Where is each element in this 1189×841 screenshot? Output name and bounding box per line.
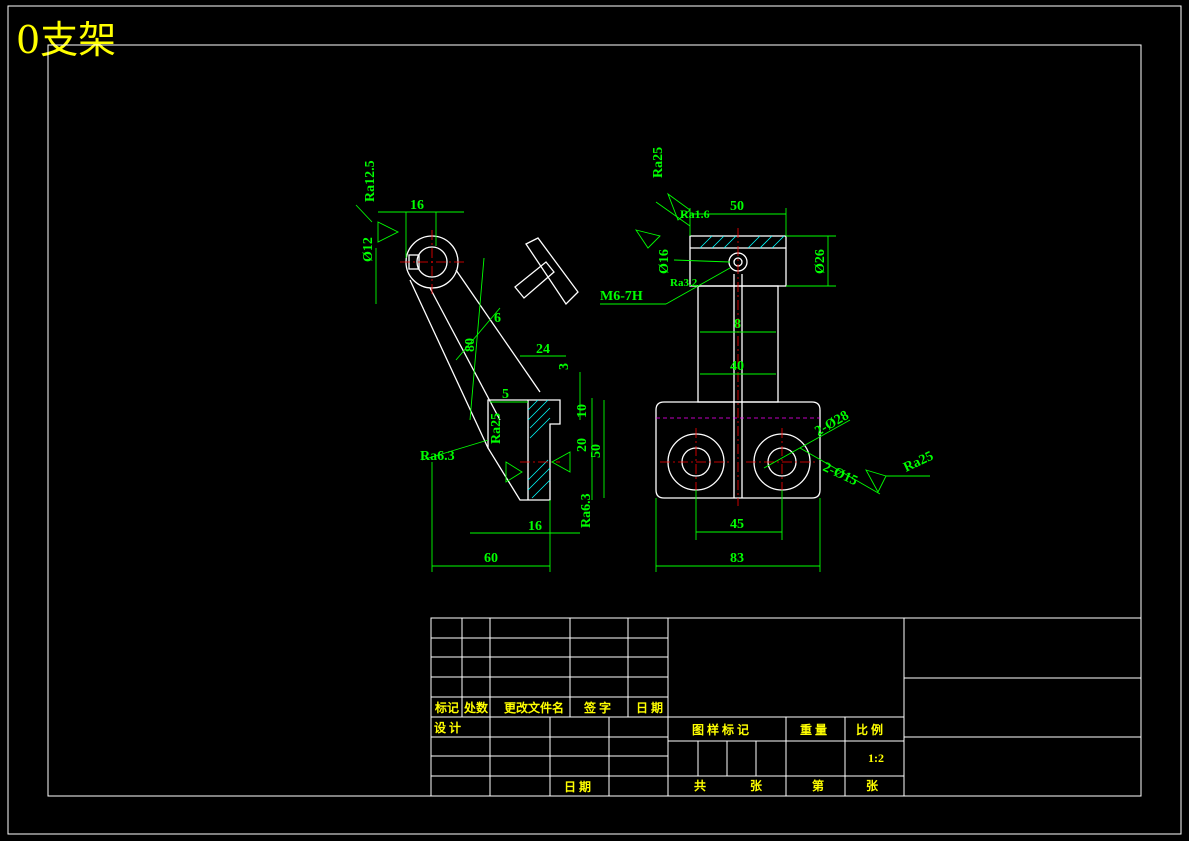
tb-sheet-no-label: 第 [812, 778, 824, 793]
tb-scale-label: 比 例 [856, 722, 883, 737]
front-dim-11: 16 [528, 519, 542, 534]
front-dim-4: 6 [494, 311, 501, 326]
inner-border [47, 44, 1142, 797]
side-base [655, 401, 821, 499]
tb-scale-value: 1:2 [868, 751, 884, 765]
side-roughness-3: Ra3.2 [670, 277, 698, 289]
side-dim-5: 40 [730, 359, 744, 374]
tb-header-count: 处数 [463, 700, 489, 715]
front-dim-8: 10 [575, 404, 590, 418]
side-roughness-2: Ra1.6 [680, 207, 710, 221]
side-dim-6: 2-Ø28 [813, 408, 852, 439]
front-roughness-4: Ra6.3 [579, 493, 594, 528]
front-roughness-3: Ra6.3 [420, 449, 455, 464]
tb-design-label: 设 计 [434, 720, 461, 735]
front-arm-right [455, 269, 541, 393]
front-dimension-lines [355, 204, 605, 572]
side-thread-label: M6-7H [600, 289, 643, 304]
side-dim-4: 8 [734, 317, 741, 332]
side-dim-8: 45 [730, 517, 744, 532]
side-dim-1: 50 [730, 199, 744, 214]
side-dim-3: Ø26 [813, 249, 828, 274]
front-base-block [487, 399, 561, 501]
tb-header-date: 日 期 [636, 700, 663, 715]
side-dim-2: Ø16 [657, 249, 672, 274]
front-dim-3: 80 [463, 338, 478, 352]
front-dim-2: Ø12 [361, 237, 376, 262]
tb-drawing-mark: 图 样 标 记 [692, 722, 749, 737]
side-roughness-1: Ra25 [651, 147, 666, 178]
tb-header-mark: 标记 [434, 700, 459, 715]
front-view [400, 230, 579, 501]
front-dim-9: 20 [575, 438, 590, 452]
side-view [655, 228, 821, 506]
tb-header-file: 更改文件名 [504, 700, 564, 715]
tb-header-sign: 签 字 [583, 700, 611, 715]
front-arm-inner [429, 287, 501, 421]
side-dim-9: 83 [730, 551, 744, 566]
front-roughness-2: Ra25 [489, 413, 504, 444]
side-hatch [699, 235, 785, 249]
tb-total-label: 共 [694, 778, 706, 793]
front-dim-6: 3 [557, 363, 572, 370]
front-boss-bore [416, 246, 448, 278]
front-dim-5: 24 [536, 342, 550, 357]
side-dim-7: 2-Ø15 [820, 460, 859, 489]
tb-sheets-label: 张 [750, 778, 763, 793]
title-block [430, 617, 1142, 797]
front-hatch [527, 399, 551, 499]
side-dimension-lines [600, 192, 930, 572]
front-dim-7: 5 [502, 387, 509, 402]
side-centerlines [660, 228, 818, 506]
front-arm-left [409, 279, 489, 449]
front-roughness-1: Ra12.5 [363, 160, 378, 202]
front-dim-10: 50 [589, 444, 604, 458]
side-roughness-4: Ra25 [901, 449, 936, 476]
tb-weight-label: 重 量 [800, 722, 827, 737]
front-t-handle-bar [525, 237, 579, 306]
front-t-handle-stem [514, 261, 555, 299]
tb-sheets2-label: 张 [866, 778, 879, 793]
drawing-title: 0支架 [16, 18, 117, 62]
front-dim-12: 60 [484, 551, 498, 566]
front-centerlines [400, 230, 560, 463]
tb-date-label: 日 期 [564, 779, 591, 794]
outer-border [7, 5, 1182, 835]
front-dim-1: 16 [410, 198, 424, 213]
